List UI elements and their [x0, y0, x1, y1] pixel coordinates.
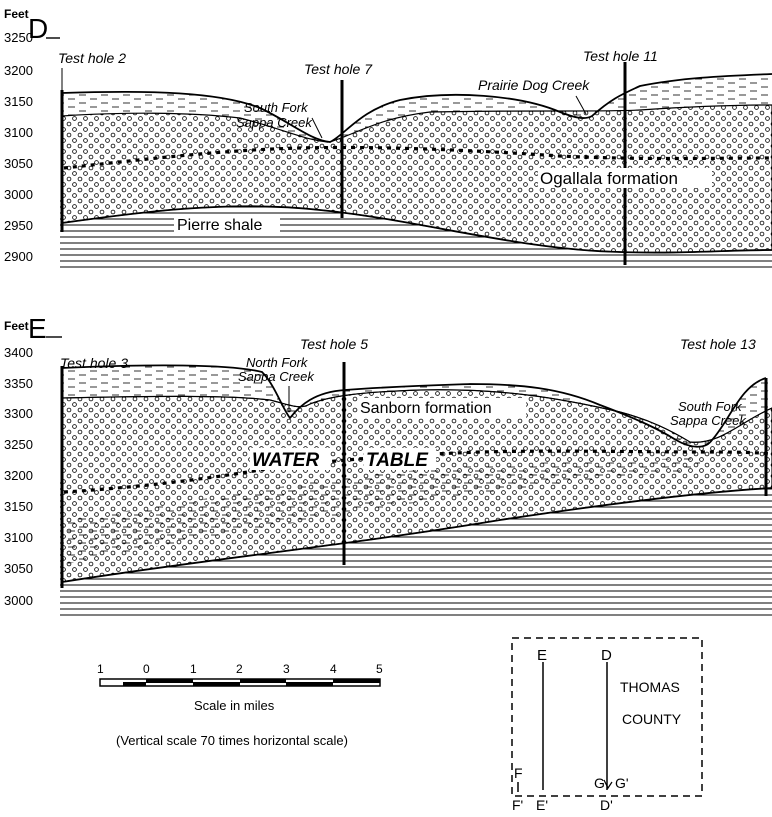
section-e-y-tick: 3200 [4, 468, 33, 483]
index-letter-f-prime: F' [512, 797, 523, 813]
section-e-creek-1-line1: North Fork [246, 355, 309, 370]
section-d-test-hole-11-label: Test hole 11 [583, 48, 658, 64]
section-d-y-axis: 3250 3200 3150 3100 3050 3000 2950 2900 [4, 30, 60, 264]
section-e-y-tick: 3350 [4, 376, 33, 391]
scale-tick-label: 1 [97, 662, 104, 676]
section-e-creek-1-line2: Sappa Creek [238, 369, 315, 384]
scale-tick-label: 2 [236, 662, 243, 676]
section-d-y-tick: 3050 [4, 156, 33, 171]
county-name-2: COUNTY [622, 711, 682, 727]
section-d: Feet D 3250 3200 3150 3100 3050 3000 295… [4, 7, 772, 270]
scale-bar: 1 0 1 2 3 4 5 Scale in miles (Vertical s… [97, 662, 383, 748]
section-e-y-tick: 3150 [4, 499, 33, 514]
section-d-creek-1-line2: Sappa Creek [236, 115, 313, 130]
scale-tick-label: 3 [283, 662, 290, 676]
pierre-shale-label: Pierre shale [177, 217, 262, 234]
sanborn-formation-label: Sanborn formation [360, 400, 492, 417]
section-e-test-hole-5-label: Test hole 5 [300, 336, 368, 352]
index-letter-e-prime: E' [536, 797, 548, 813]
index-letter-f: F [514, 765, 523, 781]
section-d-y-tick: 2900 [4, 249, 33, 264]
section-e-test-hole-13-label: Test hole 13 [680, 336, 756, 352]
section-d-y-tick: 3000 [4, 187, 33, 202]
scale-tick-label: 4 [330, 662, 337, 676]
scale-tick-label: 1 [190, 662, 197, 676]
water-table-label-1: WATER [252, 450, 319, 471]
index-letter-g: G [594, 775, 605, 791]
section-d-test-hole-2-label: Test hole 2 [58, 50, 126, 66]
section-d-y-tick: 3100 [4, 125, 33, 140]
section-e-creek-2-line1: South Fork [678, 399, 743, 414]
scale-tick-label: 0 [143, 662, 150, 676]
vertical-scale-note: (Vertical scale 70 times horizontal scal… [116, 733, 348, 748]
section-e-creek-2-line2: Sappa Creek [670, 413, 747, 428]
section-e-y-tick: 3300 [4, 406, 33, 421]
index-letter-d: D [601, 647, 612, 664]
county-name-1: THOMAS [620, 679, 680, 695]
index-letter-d-prime: D' [600, 797, 613, 813]
section-e-y-tick: 3250 [4, 437, 33, 452]
ogallala-formation-label: Ogallala formation [540, 169, 678, 188]
section-e-letter: E [28, 313, 47, 344]
index-letter-e: E [537, 647, 547, 664]
section-d-y-tick: 2950 [4, 218, 33, 233]
section-e-y-tick: 3050 [4, 561, 33, 576]
section-d-unit-label: Feet [4, 7, 29, 21]
scale-label: Scale in miles [194, 698, 275, 713]
section-e-y-axis: 3400 3350 3300 3250 3200 3150 3100 3050 … [4, 337, 62, 608]
section-e-unit-label: Feet [4, 319, 29, 333]
section-e-y-tick: 3400 [4, 345, 33, 360]
index-map: E D THOMAS COUNTY F G G' F' E' D' [512, 638, 702, 813]
water-table-label-2: TABLE [366, 450, 429, 471]
section-d-creek-2-label: Prairie Dog Creek [478, 77, 590, 93]
section-e-test-hole-3-label: Test hole 3 [60, 355, 128, 371]
section-d-y-tick: 3250 [4, 30, 33, 45]
section-d-y-tick: 3150 [4, 94, 33, 109]
index-letter-g-prime: G' [615, 775, 629, 791]
section-d-test-hole-7-label: Test hole 7 [304, 61, 373, 77]
section-e-y-tick: 3100 [4, 530, 33, 545]
scale-tick-label: 5 [376, 662, 383, 676]
section-e: Feet E 3400 3350 3300 3250 3200 3150 310… [4, 313, 772, 620]
section-e-y-tick: 3000 [4, 593, 33, 608]
section-d-y-tick: 3200 [4, 63, 33, 78]
section-d-creek-1-line1: South Fork [244, 100, 309, 115]
